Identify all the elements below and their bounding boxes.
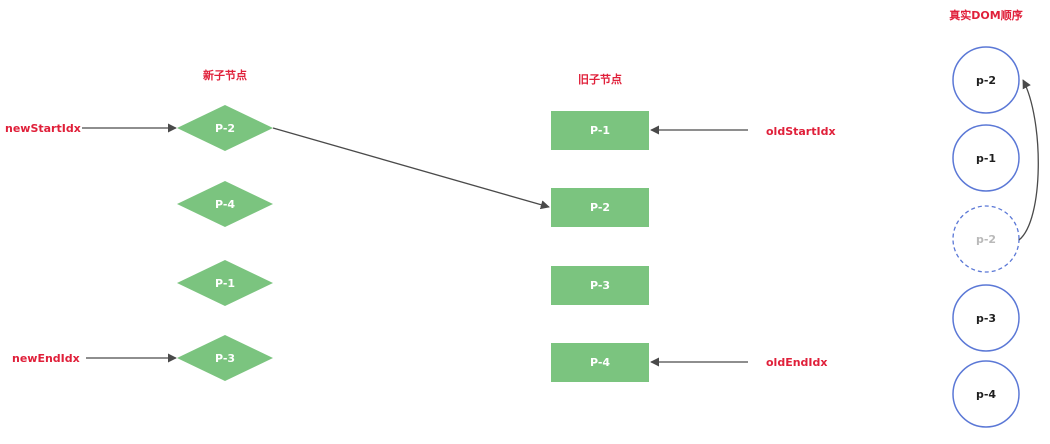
node-label: P-4 <box>215 198 235 211</box>
node-label: p-2 <box>976 233 996 246</box>
old-end-idx-label: oldEndIdx <box>766 356 827 369</box>
new-child-node: P-3 <box>177 335 273 381</box>
old-child-node: P-4 <box>551 343 649 382</box>
real-dom-node: p-1 <box>952 124 1020 192</box>
old-children-heading: 旧子节点 <box>578 72 622 86</box>
old-child-node: P-1 <box>551 111 649 150</box>
node-label: P-2 <box>590 201 610 214</box>
node-label: p-2 <box>976 74 996 87</box>
node-label: p-4 <box>976 388 996 401</box>
old-child-node: P-3 <box>551 266 649 305</box>
node-label: P-2 <box>215 122 235 135</box>
new-child-node: P-1 <box>177 260 273 306</box>
real-dom-node: p-3 <box>952 284 1020 352</box>
node-label: P-1 <box>215 277 235 290</box>
real-dom-node: p-4 <box>952 360 1020 428</box>
match-arrow <box>272 127 550 210</box>
real-dom-node: p-2 <box>952 46 1020 114</box>
new-start-idx-label: newStartIdx <box>5 122 81 135</box>
node-label: p-3 <box>976 312 996 325</box>
node-label: P-3 <box>590 279 610 292</box>
move-arrow <box>1018 79 1039 241</box>
node-label: P-4 <box>590 356 610 369</box>
new-child-node: P-2 <box>177 105 273 151</box>
old-start-idx-label: oldStartIdx <box>766 125 836 138</box>
real-dom-heading: 真实DOM顺序 <box>949 8 1022 22</box>
new-end-idx-label: newEndIdx <box>12 352 80 365</box>
node-label: P-1 <box>590 124 610 137</box>
old-child-node: P-2 <box>551 188 649 227</box>
node-label: P-3 <box>215 352 235 365</box>
new-child-node: P-4 <box>177 181 273 227</box>
node-label: p-1 <box>976 152 996 165</box>
new-children-heading: 新子节点 <box>203 68 247 82</box>
real-dom-node-moved: p-2 <box>952 205 1020 273</box>
